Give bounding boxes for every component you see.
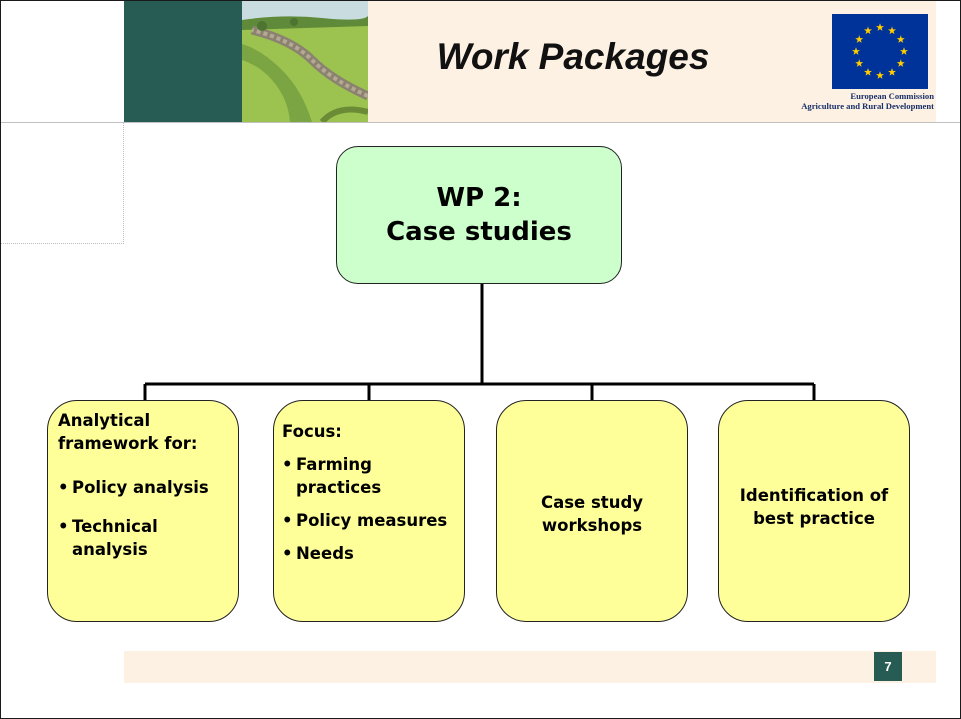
page-title: Work Packages — [436, 36, 710, 77]
list-item-text: Farming practices — [296, 455, 382, 497]
eu-flag-icon — [832, 14, 928, 89]
list-item-text: Needs — [296, 544, 354, 563]
list-item-text: Technical analysis — [72, 517, 158, 559]
dotted-corner-guide — [0, 122, 124, 244]
eu-star-icon — [864, 26, 872, 35]
bullet-dot-icon: • — [58, 517, 69, 536]
eu-star-icon — [876, 23, 884, 31]
eu-star-icon — [864, 68, 872, 76]
eu-star-icon — [896, 35, 905, 43]
node-label: Case study workshops — [540, 493, 644, 535]
eu-star-icon — [855, 59, 864, 67]
wp2-root-line2: Case studies — [386, 217, 572, 247]
eu-star-icon — [888, 68, 896, 76]
eu-star-icon — [888, 26, 896, 35]
list-item-text: Policy analysis — [72, 478, 209, 497]
node-focus: Focus: • Farming practices • Policy meas… — [273, 400, 465, 622]
eu-caption-line2: Agriculture and Rural Development — [801, 101, 934, 111]
eu-caption: European Commission Agriculture and Rura… — [738, 91, 934, 111]
list-item-text: Policy measures — [296, 511, 448, 530]
node-heading: Focus: — [282, 422, 342, 441]
node-label: Identification of best practice — [739, 486, 889, 528]
wp2-root-line1: WP 2: — [436, 183, 522, 213]
wp2-root-node: WP 2: Case studies — [336, 146, 622, 284]
node-heading: Analytical framework for: — [58, 411, 198, 453]
list-item: • Needs — [282, 542, 460, 565]
page-number: 7 — [874, 652, 902, 681]
eu-star-icon — [852, 47, 860, 55]
list-item: • Policy analysis — [58, 476, 234, 499]
node-case-study-workshops: Case study workshops — [496, 400, 688, 622]
footer-band — [124, 651, 936, 683]
node-best-practice: Identification of best practice — [718, 400, 910, 622]
bullet-dot-icon: • — [58, 478, 69, 497]
bullet-dot-icon: • — [282, 455, 293, 474]
node-analytical-framework: Analytical framework for: • Policy analy… — [47, 400, 239, 622]
list-item: • Technical analysis — [58, 515, 234, 561]
eu-star-icon — [855, 35, 864, 43]
bullet-dot-icon: • — [282, 544, 293, 563]
eu-star-icon — [876, 71, 884, 79]
bullet-dot-icon: • — [282, 511, 293, 530]
eu-star-icon — [900, 47, 908, 55]
eu-star-icon — [896, 59, 905, 67]
list-item: • Policy measures — [282, 509, 460, 532]
header-teal-block — [124, 0, 242, 122]
eu-caption-line1: European Commission — [850, 91, 934, 101]
list-item: • Farming practices — [282, 453, 460, 499]
landscape-photo — [242, 0, 368, 122]
header-divider — [0, 122, 961, 123]
